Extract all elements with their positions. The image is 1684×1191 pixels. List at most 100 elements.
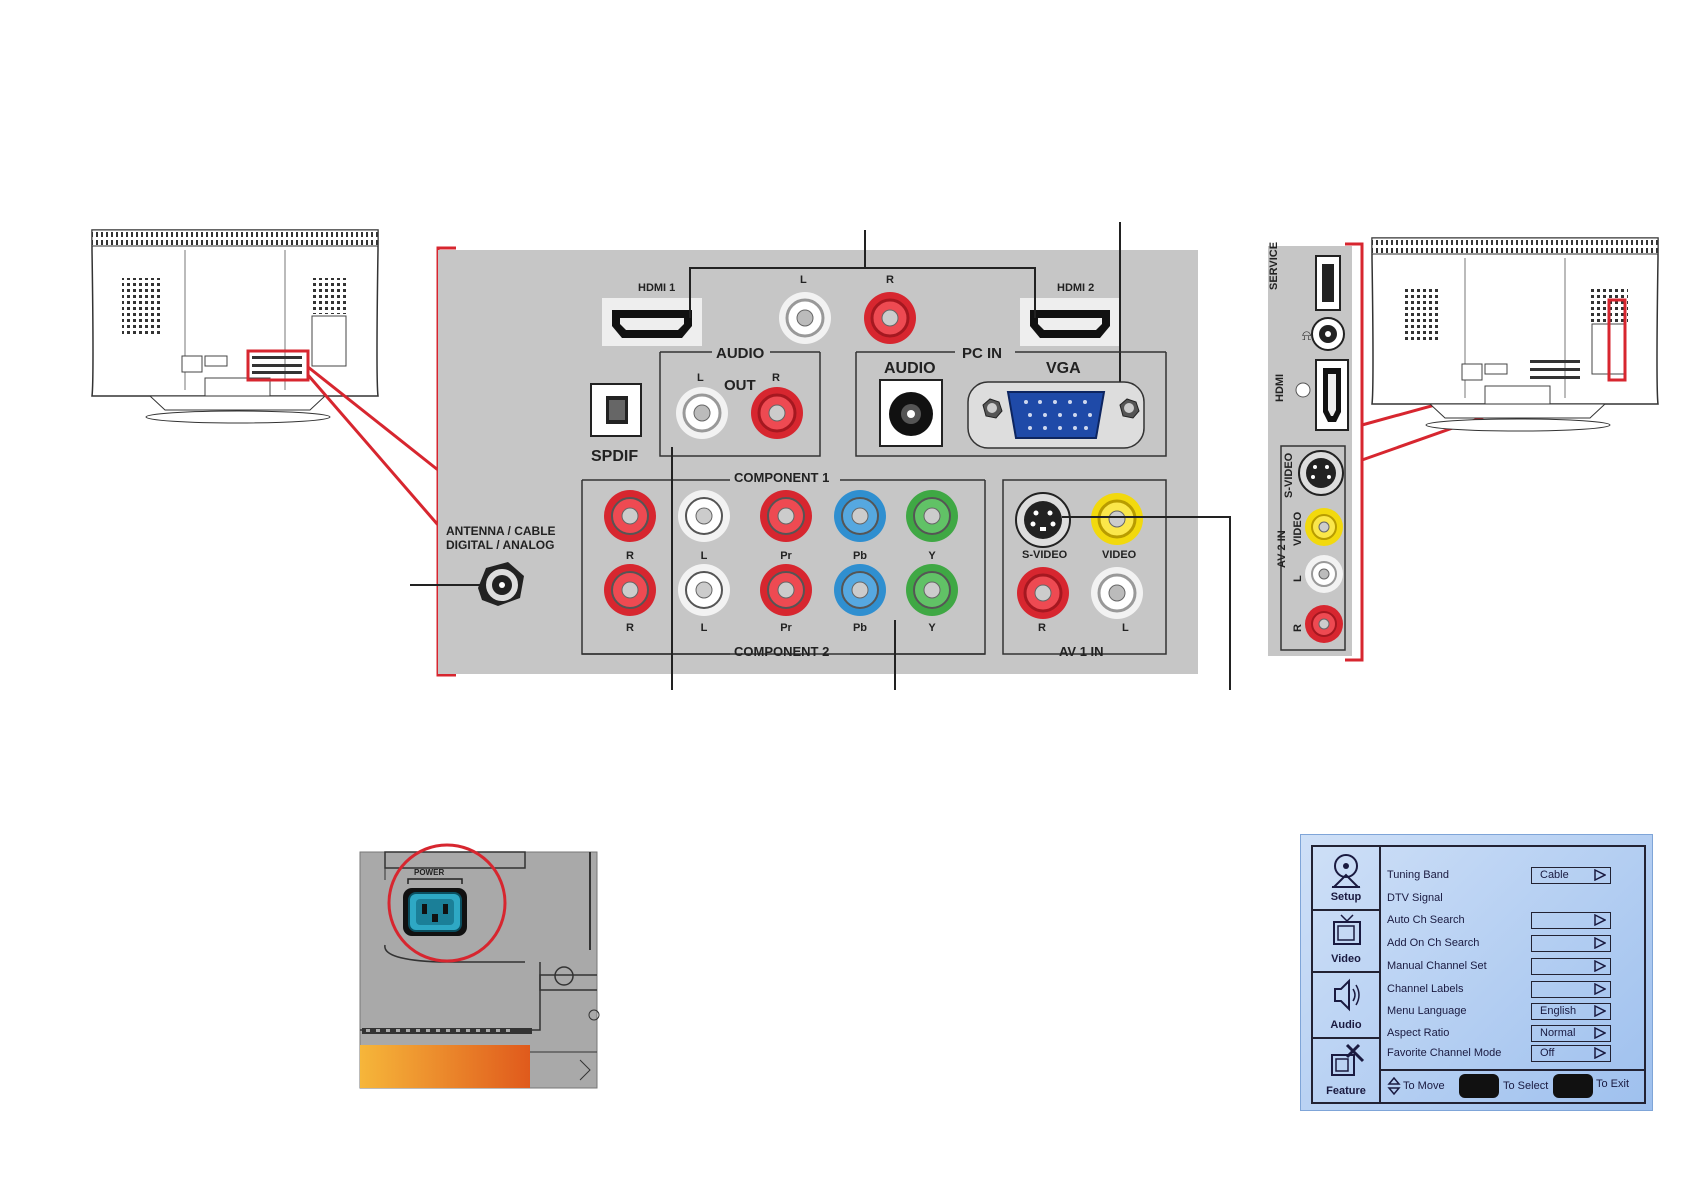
menu-tab-setup-label: Setup — [1330, 891, 1362, 903]
menu-row-label[interactable]: Tuning Band — [1387, 869, 1449, 881]
menu-tab-feature[interactable]: Feature — [1313, 1037, 1379, 1102]
menu-footer-move: To Move — [1403, 1080, 1445, 1092]
audio-out-group-label: AUDIO — [716, 345, 765, 362]
menu-row-value: Normal — [1540, 1027, 1576, 1039]
av1-audio-l-port — [1091, 567, 1143, 619]
rca-audio-in-l — [779, 292, 831, 344]
spdif-port — [590, 383, 642, 437]
component-label-2-2: Pr — [780, 622, 792, 634]
av1-svideo-port — [1015, 492, 1071, 548]
av1-svideo-label: S-VIDEO — [1022, 549, 1068, 561]
menu-footer-exit: To Exit — [1596, 1078, 1630, 1090]
antenna-port — [410, 562, 524, 606]
component-jack-1-2 — [760, 490, 812, 542]
av1-in-group — [1002, 479, 1167, 655]
svg-text:⍾: ⍾ — [1302, 327, 1311, 343]
hdmi2-port — [1020, 298, 1120, 346]
side-service-label: SERVICE — [1268, 241, 1280, 290]
side-svideo-label: S-VIDEO — [1283, 452, 1295, 498]
audio-in-r-label: R — [886, 274, 894, 286]
menu-row-value-box[interactable]: Cable — [1531, 867, 1611, 884]
menu-row-value-box[interactable] — [1531, 958, 1611, 975]
antenna-label-line1: ANTENNA / CABLE — [446, 524, 556, 538]
menu-row-label[interactable]: Favorite Channel Mode — [1387, 1047, 1502, 1059]
component-label-1-3: Pb — [852, 550, 868, 562]
menu-footer-select: To Select — [1503, 1080, 1549, 1092]
side-hdmi-label: HDMI — [1274, 373, 1286, 402]
hdmi1-port — [602, 298, 702, 346]
menu-row-label[interactable]: Aspect Ratio — [1387, 1027, 1450, 1039]
component-jacks — [604, 490, 958, 616]
pc-in-group — [855, 351, 1167, 457]
component-jack-2-0 — [604, 564, 656, 616]
menu-row-label[interactable]: Add On Ch Search — [1387, 937, 1480, 949]
play-arrow-icon — [1594, 937, 1606, 949]
component-jack-2-4 — [906, 564, 958, 616]
menu-row-value: Cable — [1540, 869, 1569, 881]
play-arrow-icon — [1594, 1047, 1606, 1059]
side-r-label: R — [1292, 624, 1304, 632]
component-jack-1-3 — [834, 490, 886, 542]
bottom-callout-lines — [671, 447, 1231, 690]
menu-row-value: Off — [1540, 1047, 1555, 1059]
menu-row-label[interactable]: DTV Signal — [1387, 892, 1443, 904]
component-label-2-0: R — [626, 622, 634, 634]
audio-out-l-label: L — [697, 372, 704, 384]
side-panel-bracket — [1345, 242, 1364, 662]
menu-row-label[interactable]: Channel Labels — [1387, 983, 1464, 995]
component2-label: COMPONENT 2 — [734, 644, 830, 659]
menu-row-label[interactable]: Menu Language — [1387, 1005, 1467, 1017]
menu-row-label[interactable]: Auto Ch Search — [1387, 914, 1465, 926]
component-label-1-0: R — [626, 550, 634, 562]
av1-l-label: L — [1122, 622, 1129, 634]
tools-tv-icon — [1331, 1043, 1365, 1076]
component-jack-1-1 — [678, 490, 730, 542]
av1-r-label: R — [1038, 622, 1046, 634]
av1-in-label: AV 1 IN — [1059, 644, 1104, 659]
hdmi1-label: HDMI 1 — [638, 282, 676, 294]
setup-menu-screenshot: Setup Video Audio Fe — [1300, 834, 1653, 1111]
play-arrow-icon — [1594, 1005, 1606, 1017]
component-label-2-3: Pb — [852, 622, 868, 634]
play-arrow-icon — [1594, 983, 1606, 995]
play-arrow-icon — [1594, 869, 1606, 881]
audio-out-label: OUT — [724, 377, 756, 394]
menu-row-value-box[interactable] — [1531, 912, 1611, 929]
menu-row-value-box[interactable]: English — [1531, 1003, 1611, 1020]
av1-audio-r-port — [1017, 567, 1069, 619]
menu-row-value-box[interactable]: Normal — [1531, 1025, 1611, 1042]
menu-tab-audio-label: Audio — [1330, 1019, 1362, 1031]
menu-tab-video[interactable]: Video — [1313, 909, 1379, 973]
component-jack-2-1 — [678, 564, 730, 616]
component-jack-1-4 — [906, 490, 958, 542]
hdmi2-label: HDMI 2 — [1057, 282, 1095, 294]
component-jack-2-3 — [834, 564, 886, 616]
play-arrow-icon — [1594, 960, 1606, 972]
exit-button-icon — [1553, 1074, 1593, 1098]
power-label: POWER — [414, 868, 445, 877]
spdif-label: SPDIF — [591, 448, 639, 465]
menu-tab-video-label: Video — [1331, 953, 1361, 965]
tv-rear-thumbnail-right — [1371, 237, 1659, 432]
side-video-label: VIDEO — [1292, 511, 1304, 546]
vga-label: VGA — [1046, 360, 1081, 377]
menu-row-value-box[interactable]: Off — [1531, 1045, 1611, 1062]
component-label-2-1: L — [700, 622, 708, 634]
menu-row-label[interactable]: Manual Channel Set — [1387, 960, 1487, 972]
updown-arrow-icon — [1387, 1077, 1401, 1095]
menu-row-value-box[interactable] — [1531, 981, 1611, 998]
menu-tab-audio[interactable]: Audio — [1313, 971, 1379, 1039]
enter-button-icon — [1459, 1074, 1499, 1098]
component-group — [581, 479, 986, 655]
hdmi-callout-bracket — [689, 222, 1121, 400]
rca-audio-in-r — [864, 292, 916, 344]
component-label-1-2: Pr — [780, 550, 792, 562]
play-arrow-icon — [1594, 914, 1606, 926]
menu-tab-setup[interactable]: Setup — [1313, 847, 1379, 911]
audio-out-group — [659, 351, 821, 457]
audio-out-r-label: R — [772, 372, 780, 384]
component-label-1-4: Y — [928, 550, 936, 562]
side-l-label: L — [1292, 575, 1304, 582]
menu-row-value-box[interactable] — [1531, 935, 1611, 952]
